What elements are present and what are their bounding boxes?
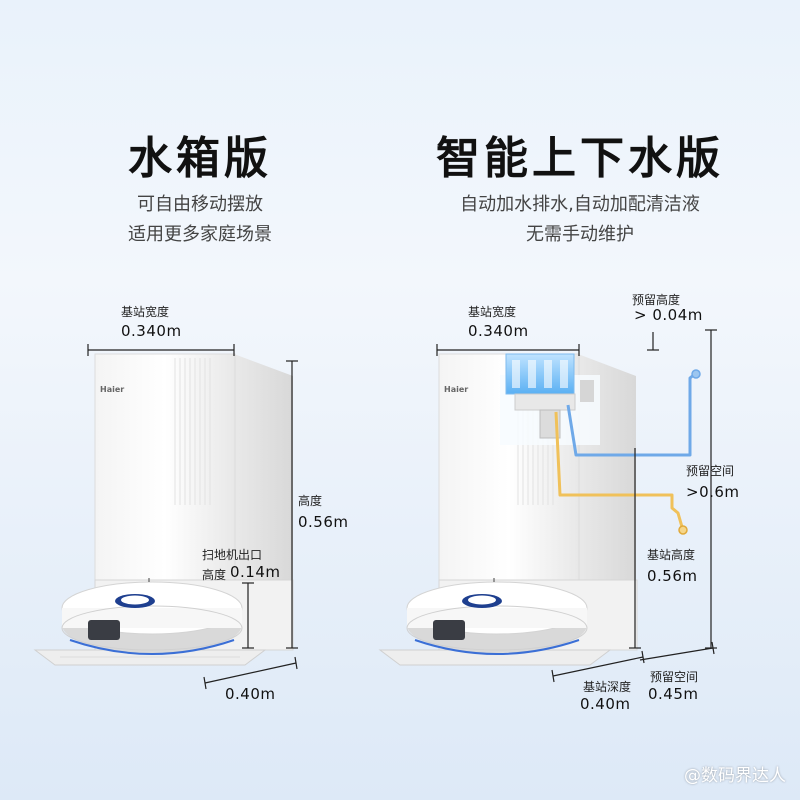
left-subtitle-line-1: 可自由移动摆放 bbox=[137, 194, 263, 215]
water-pipes bbox=[554, 369, 701, 535]
reserve-height-label: 预留高度 bbox=[632, 293, 681, 307]
right-width-value: 0.340m bbox=[468, 322, 529, 340]
reserve-space-label: 预留空间 bbox=[686, 464, 735, 478]
rear-space-value: 0.45m bbox=[648, 685, 699, 703]
reserve-space-value: >0.6m bbox=[686, 483, 740, 501]
left-subtitle-line-2: 适用更多家庭场景 bbox=[128, 224, 272, 245]
left-dimension-lines bbox=[87, 344, 298, 690]
right-width-label: 基站宽度 bbox=[468, 305, 517, 319]
station-height-value: 0.56m bbox=[647, 567, 698, 585]
right-dimension-lines bbox=[436, 329, 717, 683]
left-height-value: 0.56m bbox=[298, 513, 349, 531]
right-brand-logo: Haier bbox=[444, 385, 469, 394]
left-height-label: 高度 bbox=[298, 494, 323, 508]
right-title: 智能上下水版 bbox=[436, 133, 724, 184]
right-subtitle-line-2: 无需手动维护 bbox=[526, 224, 634, 245]
left-width-value: 0.340m bbox=[121, 322, 182, 340]
watermark: @数码界达人 bbox=[684, 766, 786, 786]
left-title: 水箱版 bbox=[128, 133, 272, 184]
left-outlet-value: 0.14m bbox=[230, 563, 281, 581]
station-depth-label: 基站深度 bbox=[583, 680, 632, 694]
left-outlet-label-2: 高度 bbox=[202, 568, 227, 582]
station-depth-value: 0.40m bbox=[580, 695, 631, 713]
left-width-label: 基站宽度 bbox=[121, 305, 170, 319]
left-outlet-label: 扫地机出口 bbox=[202, 548, 263, 562]
right-subtitle-line-1: 自动加水排水,自动加配清洁液 bbox=[460, 194, 700, 215]
rear-space-label: 预留空间 bbox=[650, 670, 699, 684]
right-dock-station bbox=[378, 353, 638, 666]
station-height-label: 基站高度 bbox=[647, 548, 696, 562]
left-depth-value: 0.40m bbox=[225, 685, 276, 703]
left-brand-logo: Haier bbox=[100, 385, 125, 394]
reserve-height-value: > 0.04m bbox=[634, 306, 703, 324]
left-dock-station bbox=[33, 353, 294, 666]
